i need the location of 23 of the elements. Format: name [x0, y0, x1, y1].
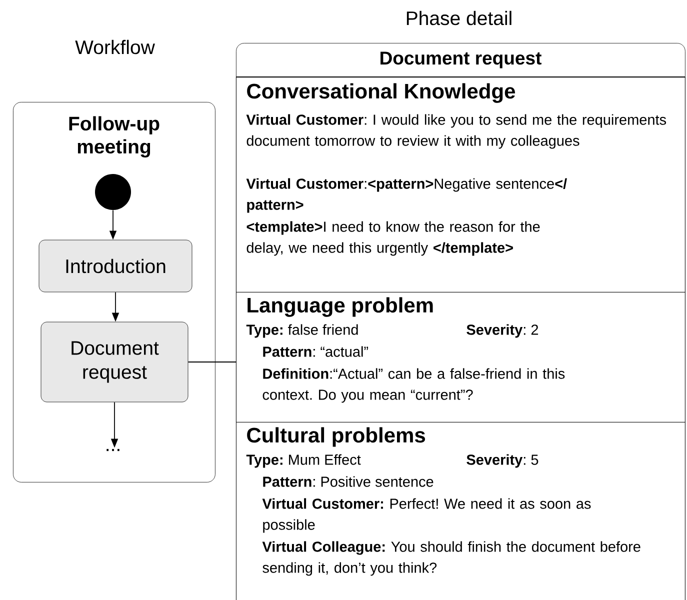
- continuation-text: ...: [106, 448, 120, 452]
- field-text: Severity: 2: [466, 324, 538, 338]
- body-text: Virtual Customer: Perfect! We need it as soon as possible: [262, 498, 591, 533]
- column-heading: Workflow: [75, 40, 155, 54]
- section-heading: Language problem: [248, 297, 433, 317]
- panel-title: Document request: [380, 52, 542, 68]
- process-box: Introduction: [38, 240, 192, 292]
- section-heading: Conversational Knowledge: [247, 83, 516, 103]
- section-heading: Cultural problems: [247, 427, 426, 447]
- body-text: Virtual Customer:<pattern>Negative sentence</ pattern>: [246, 178, 567, 213]
- field-text: Type: false friend: [246, 324, 358, 338]
- body-text: Definition:“Actual” can be a false-friend in this context. Do you mean “current”?: [262, 368, 565, 403]
- container-title: Follow-up meeting: [69, 116, 160, 158]
- start-dot: [95, 174, 131, 210]
- process-box: Document request: [40, 322, 188, 402]
- field-text: Pattern: Positive sentence: [263, 476, 434, 487]
- body-text: Virtual Colleague: You should finish the document before sending it, don’t you think?: [262, 541, 640, 576]
- column-heading: Phase detail: [406, 10, 512, 26]
- body-text: <template>I need to know the reason for the delay, we need this urgently </template>: [246, 221, 540, 256]
- field-text: Pattern: “actual”: [263, 346, 368, 357]
- field-text: Type: Mum Effect: [246, 454, 361, 468]
- field-text: Severity: 5: [466, 454, 538, 468]
- body-text: Virtual Customer: I would like you to send me the requirements document tomorrow to review it with my colleagues: [246, 114, 666, 149]
